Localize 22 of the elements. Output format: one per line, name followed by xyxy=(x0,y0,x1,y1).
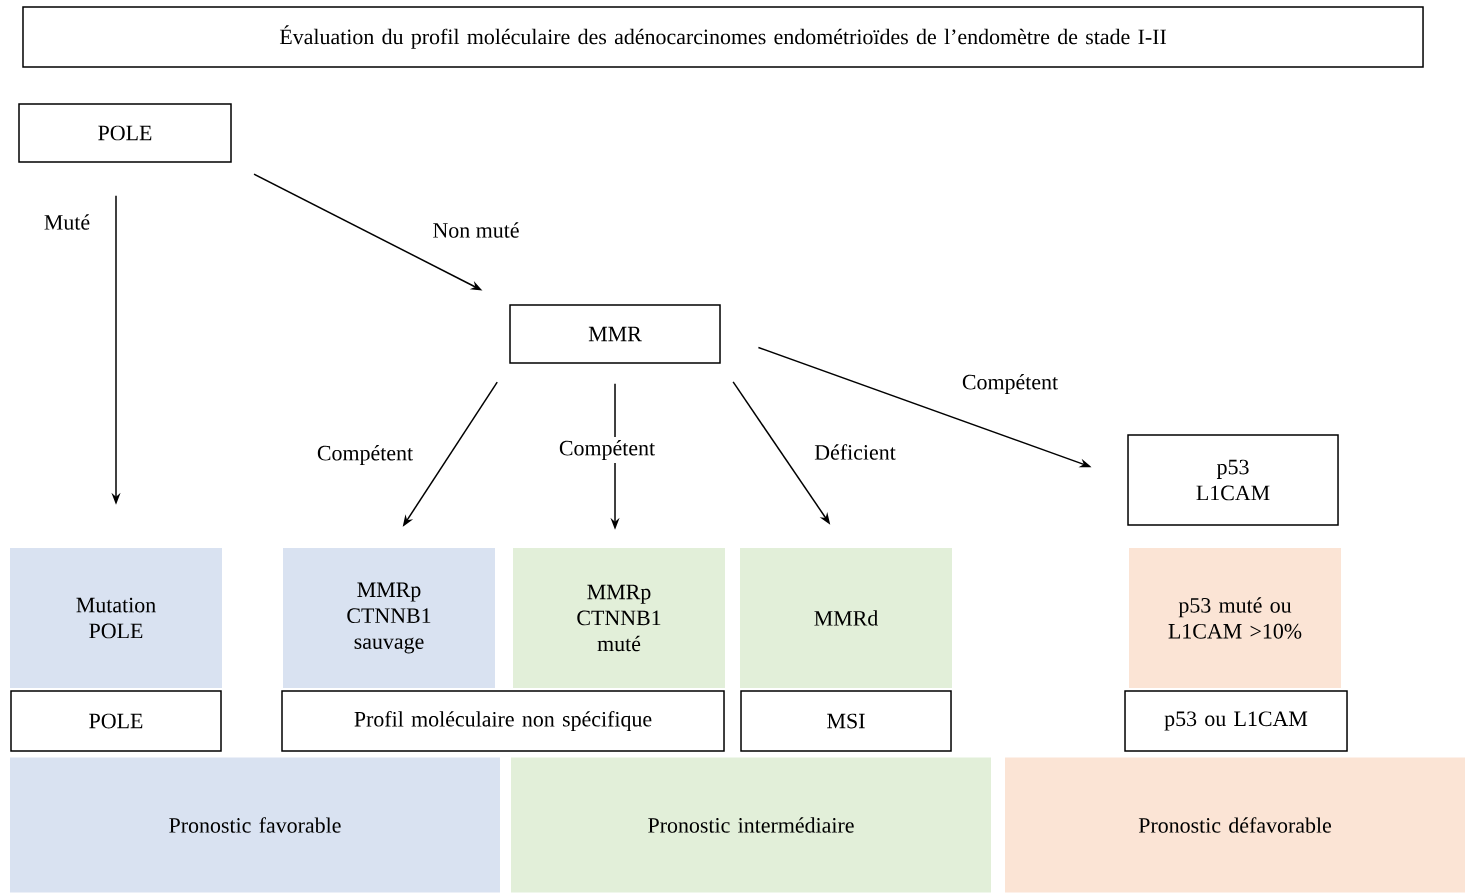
label-box: POLE xyxy=(18,103,232,163)
category-box: MMRd xyxy=(740,548,952,688)
category-box: MMRp CTNNB1 sauvage xyxy=(283,548,495,688)
category-box: Pronostic favorable xyxy=(10,757,500,893)
edge-label: Compétent xyxy=(958,371,1062,397)
label-box: MMR xyxy=(509,304,721,364)
category-box: p53 muté ou L1CAM >10% xyxy=(1129,548,1341,688)
label-box: p53 L1CAM xyxy=(1127,434,1339,526)
category-box: Pronostic intermédiaire xyxy=(511,757,991,893)
edge-label: Compétent xyxy=(555,437,659,463)
label-box: Profil moléculaire non spécifique xyxy=(281,690,725,752)
label-box: p53 ou L1CAM xyxy=(1124,690,1348,752)
category-box: MMRp CTNNB1 muté xyxy=(513,548,725,688)
label-box: POLE xyxy=(10,690,222,752)
edge-label: Compétent xyxy=(313,442,417,468)
title-box: Évaluation du profil moléculaire des adénocarcinomes endométrioïdes de l’endomètre de stade I-II xyxy=(22,6,1424,68)
edge-label: Déficient xyxy=(811,441,899,463)
label-box: MSI xyxy=(740,690,952,752)
category-box: Pronostic défavorable xyxy=(1005,757,1465,893)
category-box: Mutation POLE xyxy=(10,548,222,688)
edge-label: Non muté xyxy=(429,219,523,241)
edge-label: Muté xyxy=(40,211,94,233)
